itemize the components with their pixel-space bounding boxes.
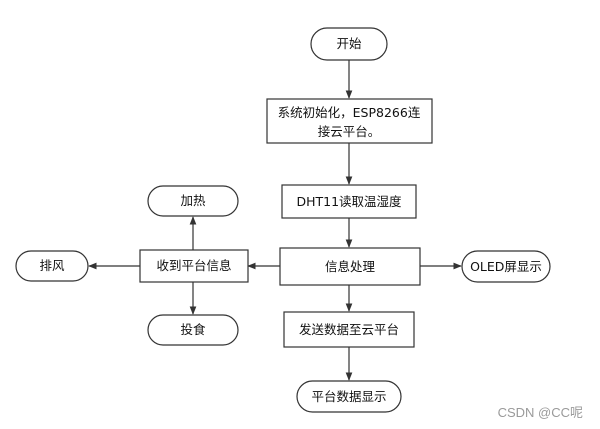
watermark: CSDN @CC呢	[498, 405, 583, 420]
node-exhaust: 排风	[15, 250, 89, 282]
node-init: 系统初始化，ESP8266连 接云平台。	[266, 98, 433, 144]
node-send-label: 发送数据至云平台	[299, 322, 399, 337]
node-process-label: 信息处理	[325, 259, 376, 274]
node-init-label-line1: 系统初始化，ESP8266连	[278, 105, 421, 120]
node-send: 发送数据至云平台	[283, 311, 415, 348]
node-dht: DHT11读取温湿度	[281, 184, 417, 219]
node-start-label: 开始	[336, 36, 362, 51]
node-display: 平台数据显示	[296, 380, 402, 413]
node-receive-label: 收到平台信息	[156, 258, 231, 273]
edges	[88, 60, 462, 381]
node-dht-label: DHT11读取温湿度	[296, 194, 402, 209]
node-feed-label: 投食	[180, 322, 206, 337]
node-oled: OLED屏显示	[461, 250, 551, 283]
node-exhaust-label: 排风	[39, 258, 65, 273]
node-oled-label: OLED屏显示	[470, 259, 542, 274]
node-start: 开始	[310, 27, 388, 61]
node-process: 信息处理	[279, 247, 421, 286]
node-display-label: 平台数据显示	[311, 389, 386, 404]
node-heat: 加热	[147, 185, 239, 217]
node-init-label-line2: 接云平台。	[318, 124, 381, 139]
node-receive: 收到平台信息	[139, 249, 249, 283]
node-feed: 投食	[147, 314, 239, 346]
node-heat-label: 加热	[180, 193, 206, 208]
